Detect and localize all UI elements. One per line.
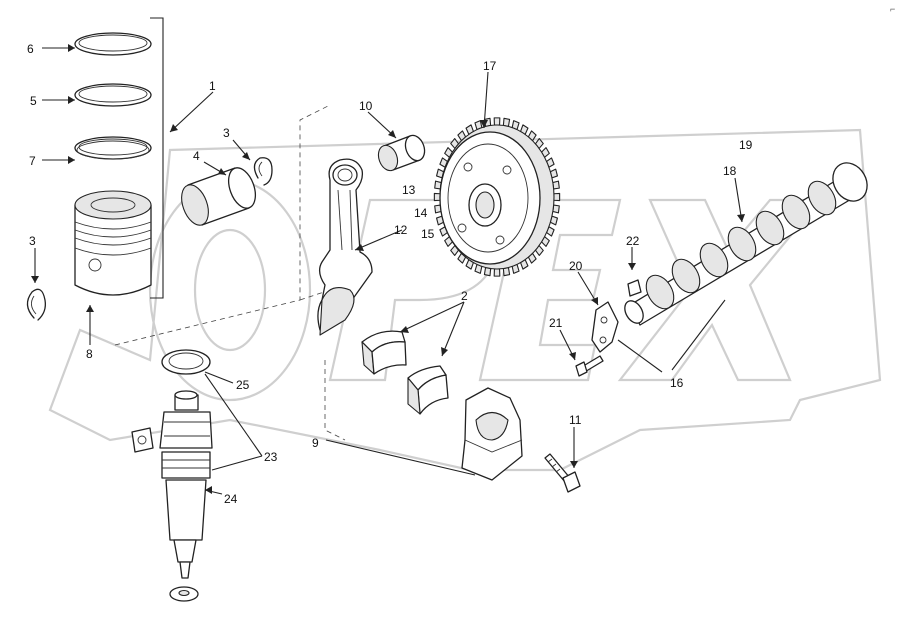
callout-15: 15: [421, 227, 435, 241]
callout-21: 21: [549, 316, 563, 330]
callout-labels: 1 2 3 3 4 5 6 7 8 9 10 11 12 13 14 15 16…: [27, 4, 895, 506]
leader-arrowheads: [31, 44, 745, 494]
rod-bearing-lower: [407, 365, 449, 415]
gear-tooth: [493, 117, 501, 126]
piston-ring-7: [74, 136, 152, 160]
callout-16: 16: [670, 376, 684, 390]
piston: [74, 190, 152, 296]
callout-17: 17: [483, 59, 497, 73]
callout-2: 2: [461, 289, 468, 303]
connecting-rod: [317, 158, 373, 336]
corner-mark: ⌐: [890, 4, 895, 14]
callout-7: 7: [29, 154, 36, 168]
callout-25: 25: [236, 378, 250, 392]
thrust-plate: [591, 301, 619, 353]
cap-bolt: [544, 453, 581, 493]
injector: [131, 390, 213, 579]
callout-10: 10: [359, 99, 373, 113]
callout-8: 8: [86, 347, 93, 361]
callout-13: 13: [402, 183, 416, 197]
callout-22: 22: [626, 234, 640, 248]
gear-tooth: [553, 192, 561, 202]
callout-6: 6: [27, 42, 34, 56]
small-end-bushing: [377, 134, 426, 172]
watermark-text: OPEX: [500, 619, 503, 621]
callout-19: 19: [739, 138, 753, 152]
callout-12: 12: [394, 223, 408, 237]
rod-bearing-upper: [361, 330, 407, 375]
key-22: [627, 279, 642, 297]
callout-24: 24: [224, 492, 238, 506]
cam-gear: [433, 117, 561, 277]
callout-9: 9: [312, 436, 319, 450]
bolt-21: [575, 355, 604, 377]
rod-cap: [461, 387, 523, 481]
piston-ring-5: [74, 83, 152, 107]
piston-group-bracket: [114, 17, 346, 441]
injector-washer: [169, 586, 199, 602]
callout-14: 14: [414, 206, 428, 220]
gear-tooth: [493, 268, 501, 277]
snap-ring-left: [26, 288, 46, 321]
piston-ring-6: [74, 32, 152, 56]
callout-3-pin-clip: 3: [223, 126, 230, 140]
callout-18: 18: [723, 164, 737, 178]
callout-23: 23: [264, 450, 278, 464]
camshaft: [624, 162, 868, 326]
callout-20: 20: [569, 259, 583, 273]
injector-seal-ring: [161, 349, 211, 375]
callout-11: 11: [569, 413, 582, 427]
callout-1: 1: [209, 79, 216, 93]
callout-5: 5: [30, 94, 37, 108]
callout-3-left-clip: 3: [29, 234, 36, 248]
snap-ring-right: [253, 157, 273, 186]
callout-4: 4: [193, 149, 200, 163]
gear-tooth: [433, 192, 441, 202]
